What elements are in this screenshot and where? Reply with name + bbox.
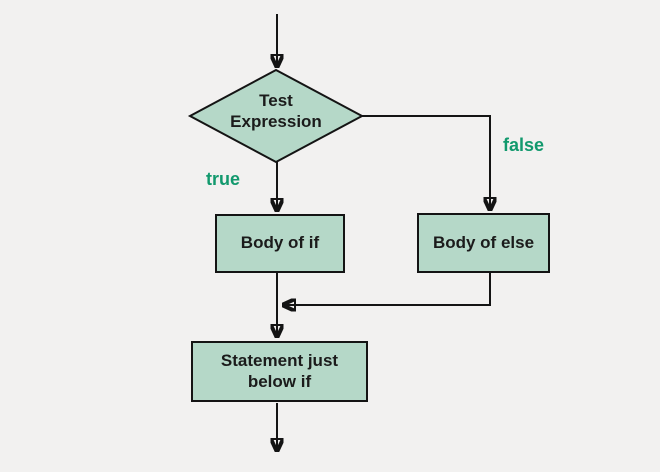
body-of-if-node: Body of if [215, 214, 345, 273]
decision-node-label: Test Expression [230, 91, 322, 132]
body-of-else-node: Body of else [417, 213, 550, 273]
true-branch-label: true [206, 169, 241, 189]
decision-diamond [187, 68, 365, 164]
statement-below-if-node: Statement just below if [191, 341, 368, 402]
else-merge-arrow [283, 272, 491, 305]
false-branch-label: false [503, 135, 545, 155]
false-branch-arrow [361, 115, 490, 210]
